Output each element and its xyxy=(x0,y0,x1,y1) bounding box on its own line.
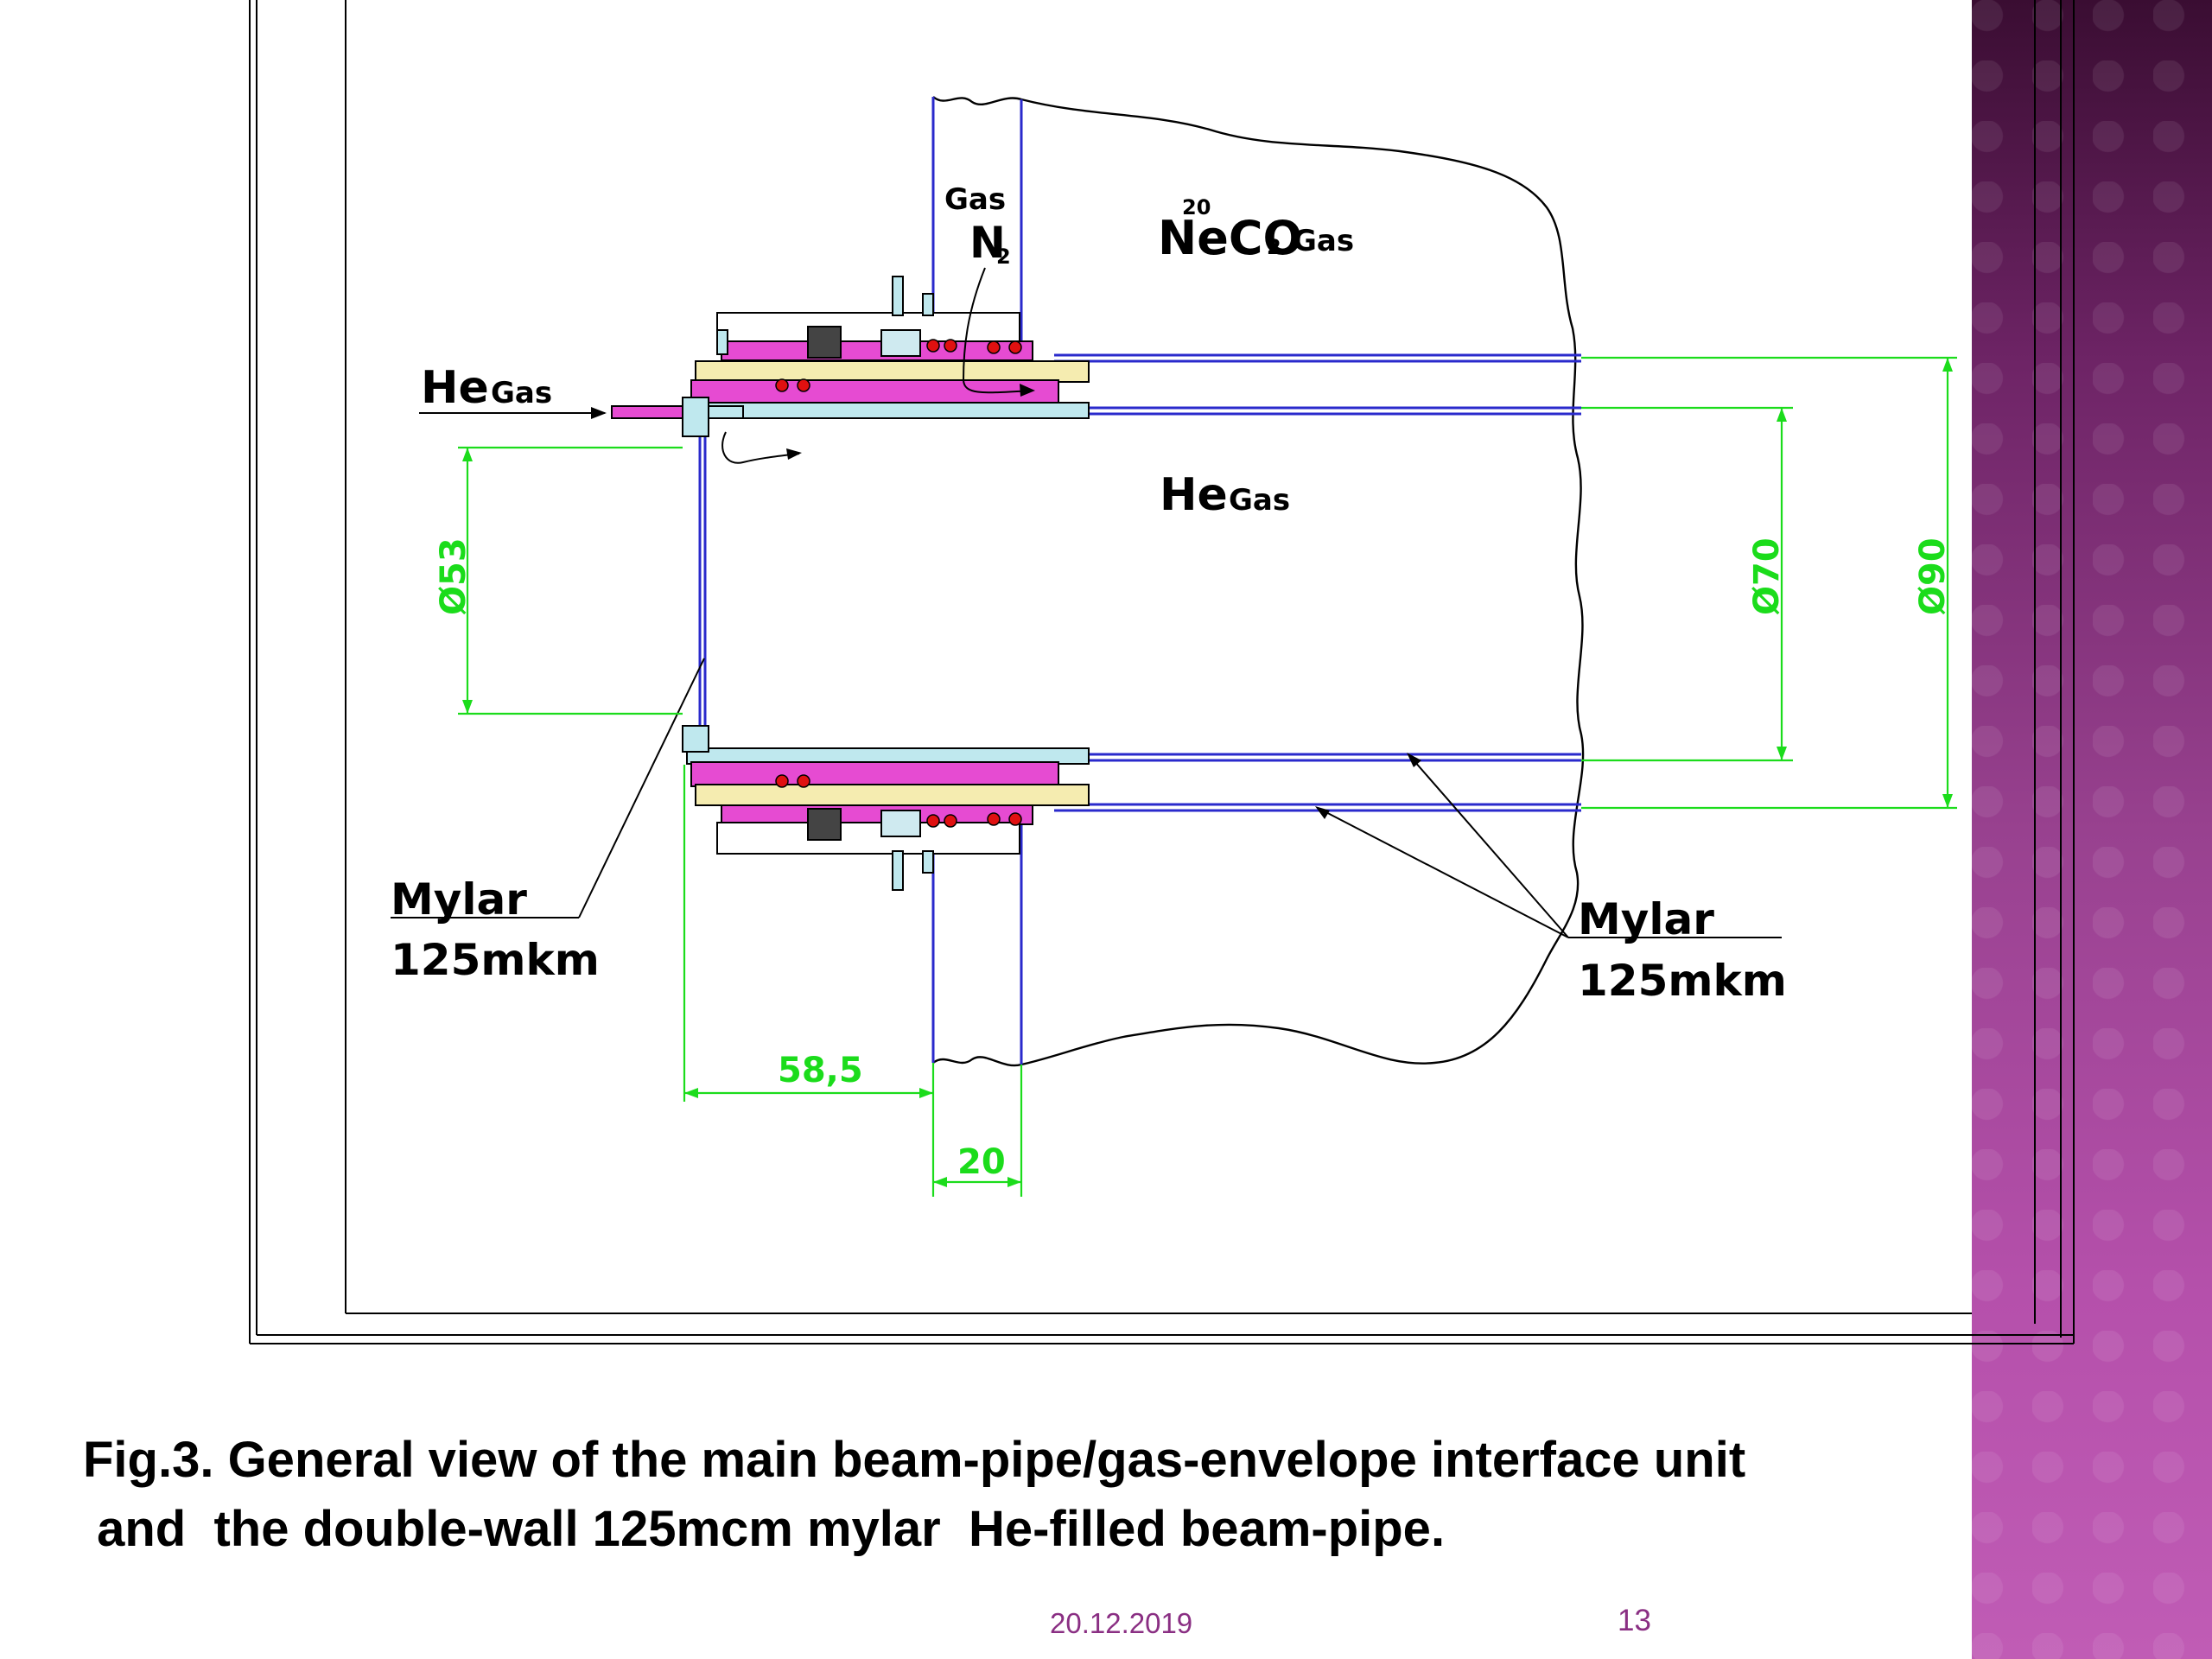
label-mylar-left: Mylar xyxy=(391,874,527,925)
arrow-heads xyxy=(591,384,1421,819)
caption-line-1: Fig.3. General view of the main beam-pip… xyxy=(83,1432,1746,1488)
drawing-frame xyxy=(249,0,2075,1344)
label-mylar-right: Mylar xyxy=(1578,894,1714,944)
dimension-d90: Ø90 xyxy=(1913,537,1953,615)
label-he-left: He xyxy=(421,362,489,414)
dimension-20: 20 xyxy=(957,1142,1006,1182)
dimension-lines xyxy=(458,356,1957,1197)
label-gas-small-top: Gas xyxy=(944,182,1006,217)
he-inlet-nozzle xyxy=(611,397,744,437)
label-mylar-left-thickness: 125mkm xyxy=(391,935,600,985)
footer-date: 20.12.2019 xyxy=(1050,1607,1193,1639)
lower-flange-assembly xyxy=(682,725,1090,891)
figure-caption: Fig.3. General view of the main beam-pip… xyxy=(83,1426,1941,1564)
label-he-left-gas: Gas xyxy=(491,376,552,410)
caption-line-2: and the double-wall 125mcm mylar He-fill… xyxy=(83,1501,1446,1557)
dimension-ticks xyxy=(462,358,1953,1187)
label-neco2-gas: Gas xyxy=(1293,224,1354,258)
label-n2: N xyxy=(969,218,1006,268)
dimension-d70: Ø70 xyxy=(1747,537,1787,615)
label-mylar-right-thickness: 125mkm xyxy=(1578,956,1787,1006)
wall-break-bottom xyxy=(932,1056,1022,1067)
label-he-center-gas: Gas xyxy=(1229,483,1290,518)
label-n2-sub: 2 xyxy=(996,245,1011,269)
upper-flange-assembly xyxy=(686,276,1090,419)
flow-arrows xyxy=(391,267,1782,938)
label-neco2-sub: 2 xyxy=(1267,235,1281,259)
dimension-58-5: 58,5 xyxy=(778,1051,863,1090)
beam-pipe-walls xyxy=(698,353,1581,812)
page-number: 13 xyxy=(1618,1604,1651,1637)
label-he-center: He xyxy=(1160,469,1228,521)
envelope-break-outline xyxy=(1020,98,1585,1066)
dimension-d53: Ø53 xyxy=(434,537,474,615)
decorative-side-band xyxy=(1972,0,2212,1659)
label-neco2-super: 20 xyxy=(1182,195,1211,219)
label-neco2: NeCO xyxy=(1158,211,1302,265)
wall-break-top xyxy=(932,96,1022,106)
